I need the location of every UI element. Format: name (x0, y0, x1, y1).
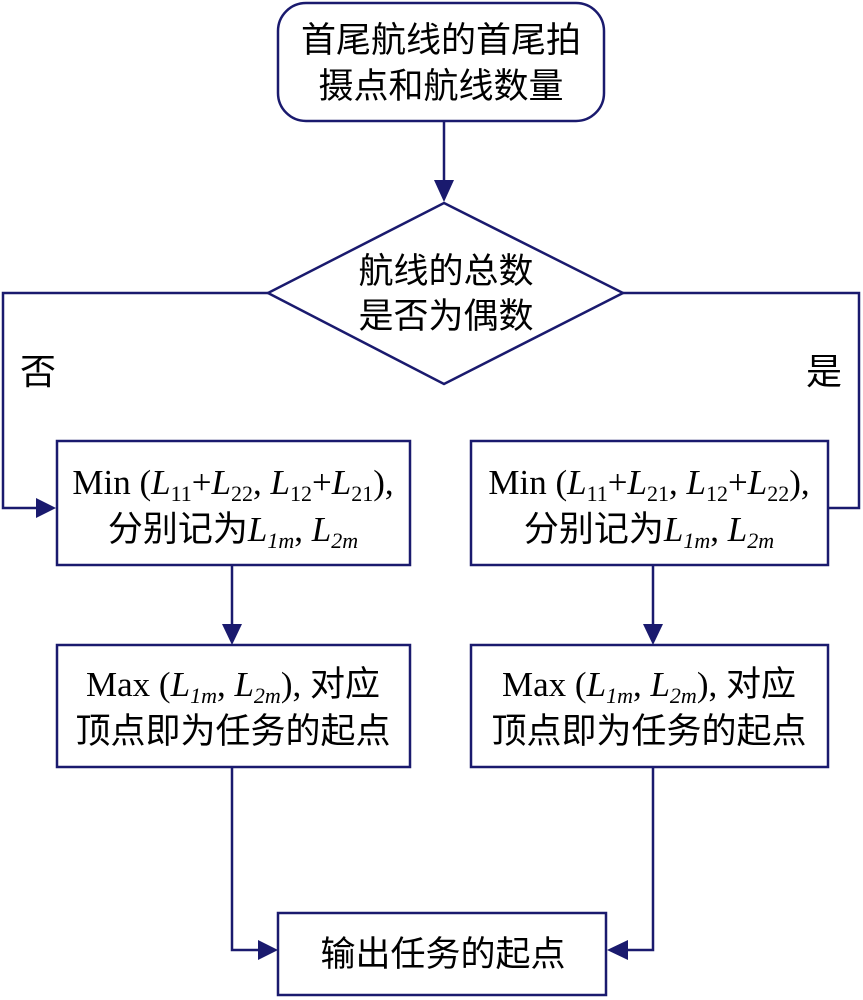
arrowhead-icon (222, 624, 242, 645)
connector-decision-no-branch (1, 291, 268, 518)
connector-left-max-to-output (230, 767, 278, 960)
output-node: 输出任务的起点 (276, 911, 608, 997)
left-min-node-line1: Min (L11+L22, L12+L21), (72, 463, 393, 506)
arrowhead-icon (607, 940, 628, 960)
decision-node-shape (265, 201, 626, 386)
connector-line (230, 767, 260, 952)
decision-node-line2: 是否为偶数 (358, 297, 533, 336)
left-max-node-shape (55, 643, 412, 769)
start-node-line2: 摄点和航线数量 (318, 67, 563, 106)
branch-no-label: 否 (20, 352, 56, 392)
left-max-node-line2: 顶点即为任务的起点 (75, 712, 390, 751)
left-min-node: Min (L11+L22, L12+L21), 分别记为L1m, L2m (55, 439, 412, 567)
right-max-node-line2: 顶点即为任务的起点 (491, 712, 806, 751)
right-max-node-shape (469, 643, 830, 769)
right-min-node-line2: 分别记为L1m, L2m (524, 510, 774, 553)
branch-yes-label: 是 (806, 352, 842, 392)
left-max-node: Max (L1m, L2m), 对应 顶点即为任务的起点 (55, 643, 412, 769)
connector-left-min-to-max (222, 565, 242, 645)
right-max-node-line1: Max (L1m, L2m), 对应 (502, 665, 796, 708)
connector-line (1, 291, 268, 510)
left-max-node-line1: Max (L1m, L2m), 对应 (86, 665, 380, 708)
right-max-node: Max (L1m, L2m), 对应 顶点即为任务的起点 (469, 643, 830, 769)
connector-right-max-to-output (607, 767, 655, 960)
output-node-shape (276, 911, 608, 997)
left-min-node-shape (55, 439, 412, 567)
connector-line (623, 291, 861, 510)
arrowhead-icon (434, 180, 454, 202)
decision-node-line1: 航线的总数 (358, 252, 533, 291)
start-node-line1: 首尾航线的首尾拍 (301, 21, 581, 60)
connector-right-min-to-max (643, 565, 663, 645)
decision-node: 航线的总数 是否为偶数 (265, 201, 626, 386)
arrowhead-icon (36, 498, 56, 518)
right-min-node-shape (469, 439, 830, 567)
left-min-node-line2: 分别记为L1m, L2m (108, 510, 358, 553)
connector-line (626, 767, 655, 952)
output-node-label: 输出任务的起点 (320, 935, 565, 974)
right-min-node-line1: Min (L11+L21, L12+L22), (488, 463, 809, 506)
arrowhead-icon (258, 940, 278, 960)
start-node-shape (276, 1, 606, 123)
arrowhead-icon (643, 624, 663, 645)
connector-start-to-decision (434, 121, 454, 202)
right-min-node: Min (L11+L21, L12+L22), 分别记为L1m, L2m (469, 439, 830, 567)
start-node: 首尾航线的首尾拍 摄点和航线数量 (276, 1, 606, 123)
